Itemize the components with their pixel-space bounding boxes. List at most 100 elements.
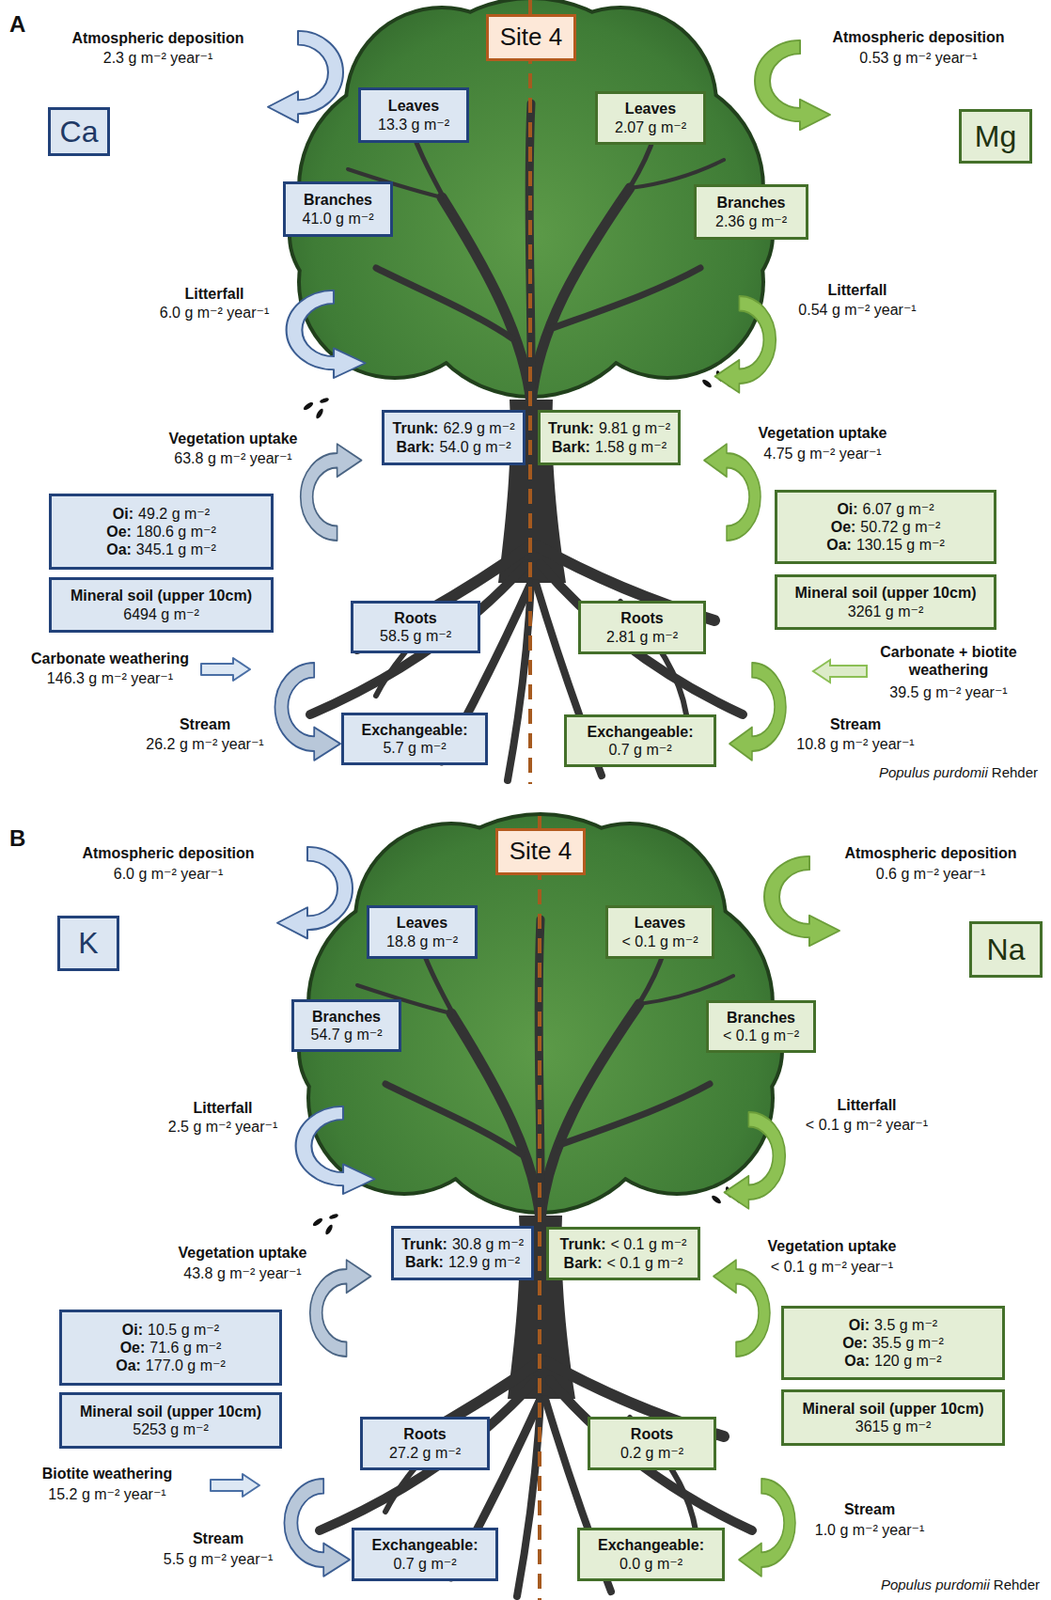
pool-value: 54.7 g m⁻² (310, 1025, 382, 1044)
box-content: Trunk:30.8 g m⁻²Bark:12.9 g m⁻² (401, 1235, 524, 1271)
box-content: Mineral soil (upper 10cm)3261 g m⁻² (795, 583, 977, 620)
text-line: Oa:177.0 g m⁻² (115, 1356, 226, 1375)
flux-label: Stream (179, 715, 231, 734)
flux-value: 0.6 g m⁻² year⁻¹ (876, 864, 986, 883)
pool-name: Oe: (831, 518, 857, 535)
pool-box: Exchangeable:0.7 g m⁻² (564, 714, 717, 768)
pool-name: Leaves (622, 913, 699, 932)
panel-letter: A (9, 11, 26, 39)
flux-label: Atmospheric deposition (81, 844, 254, 863)
pool-name: Oa: (115, 1357, 142, 1374)
pool-value: 6494 g m⁻² (70, 605, 252, 624)
text-line: Bark:12.9 g m⁻² (401, 1253, 524, 1271)
pool-value: < 0.1 g m⁻² (606, 1254, 683, 1271)
pool-name: Branches (715, 193, 787, 212)
box-content: Trunk:9.81 g m⁻²Bark:1.58 g m⁻² (548, 419, 671, 455)
box-content: Ca (60, 114, 99, 150)
pool-value: 0.7 g m⁻² (372, 1554, 479, 1573)
box-content: Leaves13.3 g m⁻² (377, 96, 450, 133)
box-content: Leaves2.07 g m⁻² (614, 99, 687, 136)
flux-label: Litterfall (836, 1096, 896, 1114)
pool-box: Trunk:30.8 g m⁻²Bark:12.9 g m⁻² (391, 1225, 534, 1281)
pool-value: 1.58 g m⁻² (595, 439, 667, 455)
pool-box: Oi:3.5 g m⁻²Oe:35.5 g m⁻²Oa:120 g m⁻² (781, 1305, 1005, 1381)
pool-box: Exchangeable:5.7 g m⁻² (341, 712, 488, 766)
text-line: Oi:49.2 g m⁻² (106, 504, 217, 523)
text-line: Oa:130.15 g m⁻² (826, 535, 945, 554)
flux-label: Stream (844, 1500, 895, 1519)
box-content: Site 4 (500, 23, 564, 52)
pool-name: Exchangeable: (372, 1536, 479, 1554)
element-symbol: Mg (974, 119, 1017, 154)
pool-value: 177.0 g m⁻² (145, 1357, 226, 1374)
flux-label: Vegetation uptake (758, 423, 888, 442)
box-content: Mineral soil (upper 10cm)6494 g m⁻² (70, 586, 252, 623)
pool-value: 130.15 g m⁻² (856, 536, 945, 553)
litterfall-arrow (714, 296, 776, 393)
element-symbol: K (78, 925, 98, 960)
flux-value: 1.0 g m⁻² year⁻¹ (815, 1521, 925, 1539)
text-line: Oe:180.6 g m⁻² (106, 522, 217, 541)
pool-box: Leaves< 0.1 g m⁻² (605, 905, 715, 959)
box-content: Trunk:< 0.1 g m⁻²Bark:< 0.1 g m⁻² (560, 1235, 688, 1271)
site-label: Site 4 (500, 22, 564, 51)
flux-label: Atmospheric deposition (71, 29, 244, 48)
text-line: Oi:10.5 g m⁻² (115, 1320, 226, 1339)
pool-value: 2.07 g m⁻² (614, 118, 687, 137)
flux-value: 43.8 g m⁻² year⁻¹ (183, 1264, 301, 1283)
box-content: Na (987, 932, 1026, 968)
pool-name: Trunk: (401, 1236, 448, 1253)
text-line: Trunk:< 0.1 g m⁻² (560, 1235, 688, 1254)
text-line: Trunk:30.8 g m⁻² (401, 1235, 524, 1254)
uptake-arrow (704, 443, 761, 541)
pool-name: Mineral soil (upper 10cm) (802, 1399, 985, 1418)
pool-name: Exchangeable: (361, 721, 469, 739)
flux-label: Vegetation uptake (169, 429, 299, 448)
box-content: Exchangeable:0.7 g m⁻² (587, 722, 694, 759)
box-content: Trunk:62.9 g m⁻²Bark:54.0 g m⁻² (392, 419, 516, 455)
flux-value: 146.3 g m⁻² year⁻¹ (47, 669, 173, 688)
litterfall-arrow (286, 290, 366, 378)
pool-value: 0.7 g m⁻² (587, 740, 694, 759)
flux-label: Atmospheric deposition (831, 28, 1004, 47)
pool-box: Roots27.2 g m⁻² (360, 1416, 490, 1471)
pool-value: 18.8 g m⁻² (386, 932, 458, 951)
box-content: Leaves18.8 g m⁻² (386, 913, 458, 950)
box-content: Branches54.7 g m⁻² (310, 1007, 382, 1044)
element-symbol: Na (987, 932, 1026, 967)
pool-name: Bark: (564, 1254, 603, 1271)
text-line: Oe:35.5 g m⁻² (842, 1333, 944, 1352)
pool-value: 71.6 g m⁻² (149, 1339, 221, 1356)
pool-value: 62.9 g m⁻² (442, 420, 515, 437)
pool-name: Bark: (396, 439, 436, 455)
box-content: Site 4 (509, 837, 573, 866)
pool-box: Mineral soil (upper 10cm)3615 g m⁻² (781, 1389, 1005, 1446)
tree-roots (310, 545, 743, 781)
box-content: Roots58.5 g m⁻² (379, 609, 452, 645)
flux-label: Litterfall (192, 1098, 252, 1117)
weathering-arrow (813, 659, 867, 683)
pool-box: Branches< 0.1 g m⁻² (705, 1000, 816, 1053)
pool-value: 9.81 g m⁻² (598, 420, 671, 437)
element-box: Mg (958, 109, 1033, 164)
flux-label: Atmospheric deposition (844, 844, 1017, 863)
flux-value: 10.8 g m⁻² year⁻¹ (796, 735, 914, 753)
pool-name: Branches (310, 1007, 382, 1026)
box-content: Oi:49.2 g m⁻²Oe:180.6 g m⁻²Oa:345.1 g m⁻… (106, 504, 217, 560)
pool-box: Exchangeable:0.7 g m⁻² (351, 1527, 499, 1582)
text-line: Bark:< 0.1 g m⁻² (560, 1254, 688, 1272)
pool-name: Exchangeable: (587, 722, 694, 741)
pool-box: Leaves18.8 g m⁻² (366, 905, 478, 959)
element-symbol: Ca (60, 114, 99, 149)
text-line: Bark:1.58 g m⁻² (548, 438, 671, 456)
pool-value: 5.7 g m⁻² (361, 738, 469, 757)
pool-name: Oi: (848, 1317, 870, 1334)
panel-letter: B (9, 825, 26, 853)
pool-box: Mineral soil (upper 10cm)6494 g m⁻² (48, 577, 274, 633)
pool-value: < 0.1 g m⁻² (622, 932, 699, 951)
pool-box: Oi:49.2 g m⁻²Oe:180.6 g m⁻²Oa:345.1 g m⁻… (48, 493, 274, 570)
flux-label: Litterfall (184, 284, 244, 303)
species-name: Populus purdomii (878, 764, 989, 782)
pool-value: 54.0 g m⁻² (439, 439, 511, 455)
